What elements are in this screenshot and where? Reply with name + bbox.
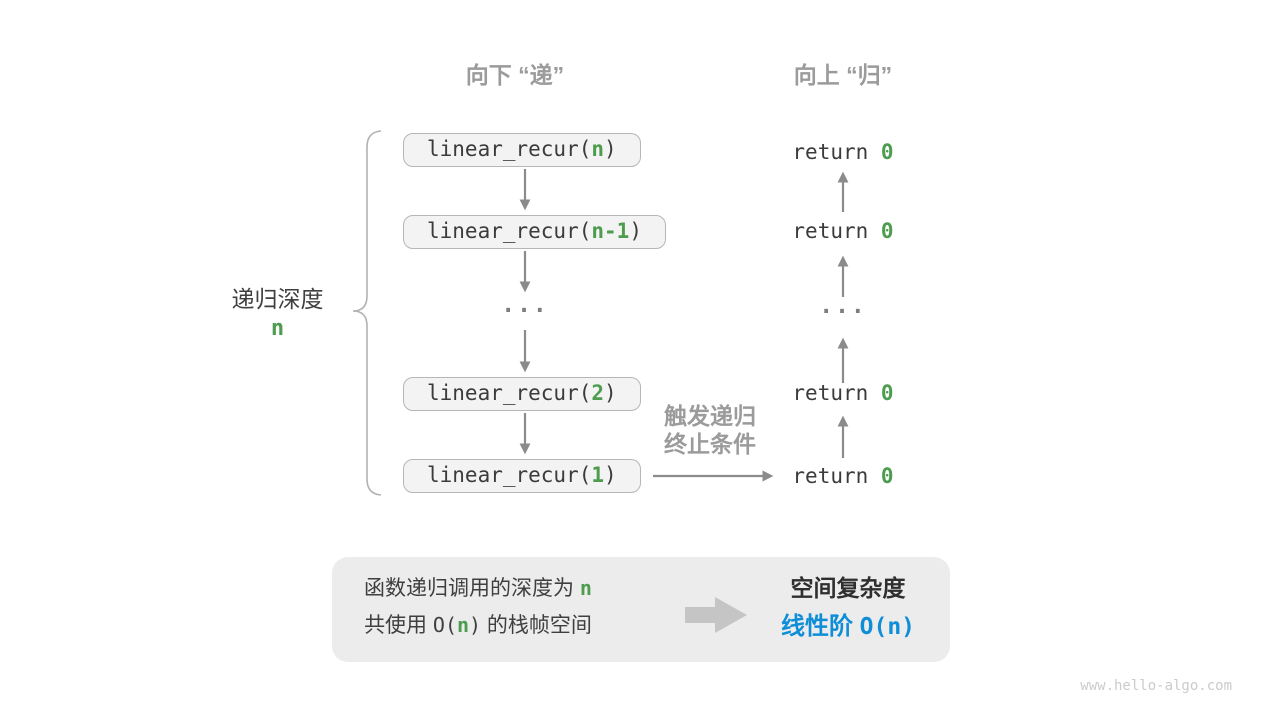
- call-arg: 1: [591, 463, 605, 487]
- header-return-up: 向上 “归”: [793, 62, 893, 88]
- return-value: 0: [880, 464, 894, 488]
- summary-left-text: 函数递归调用的深度为 n 共使用 O(n) 的栈帧空间: [332, 570, 624, 644]
- return-statement: return 0: [748, 463, 938, 489]
- depth-label-value: n: [270, 316, 285, 341]
- return-ellipsis: ...: [819, 293, 867, 319]
- summary-depth-line: 函数递归调用的深度为 n: [332, 570, 624, 607]
- call-box-2: linear_recur(2): [403, 377, 641, 411]
- return-statement: return 0: [748, 139, 938, 165]
- call-text: ): [629, 219, 642, 243]
- complexity-order-label: 线性阶: [780, 613, 860, 640]
- return-value: 0: [880, 381, 894, 405]
- call-text: linear_recur(: [427, 381, 592, 405]
- watermark: www.hello-algo.com: [1080, 678, 1232, 694]
- summary-right-text: 空间复杂度 线性阶 O(n): [752, 569, 944, 647]
- summary-bigo-n: n: [457, 613, 470, 637]
- space-complexity-title: 空间复杂度: [790, 575, 906, 601]
- complexity-order-notation: O(n): [859, 614, 916, 640]
- summary-space-text: 共使用: [364, 614, 433, 637]
- space-complexity-value: 线性阶 O(n): [752, 607, 944, 647]
- complexity-summary-panel: 函数递归调用的深度为 n 共使用 O(n) 的栈帧空间 空间复杂度 线性阶 O(…: [332, 557, 950, 662]
- base-case-label-line2: 终止条件: [664, 431, 756, 457]
- call-box-1: linear_recur(1): [403, 459, 641, 493]
- return-value: 0: [880, 219, 894, 243]
- return-text: return: [792, 140, 881, 164]
- return-text: return: [792, 219, 881, 243]
- summary-space-line: 共使用 O(n) 的栈帧空间: [332, 607, 624, 644]
- return-statement: return 0: [748, 380, 938, 406]
- base-case-label-line1: 触发递归: [664, 403, 756, 429]
- call-text: ): [604, 137, 617, 161]
- depth-label-title: 递归深度: [231, 286, 324, 312]
- recursion-ellipsis: ...: [501, 292, 549, 318]
- return-statement: return 0: [748, 218, 938, 244]
- call-text: linear_recur(: [427, 137, 592, 161]
- call-box-n-1: linear_recur(n-1): [403, 215, 666, 249]
- call-text: linear_recur(: [427, 219, 592, 243]
- call-text: ): [604, 463, 617, 487]
- return-text: return: [792, 464, 881, 488]
- call-box-n: linear_recur(n): [403, 133, 641, 167]
- header-recurse-down: 向下 “递”: [465, 62, 565, 88]
- call-arg: n-1: [591, 219, 630, 243]
- summary-space-text2: 的栈帧空间: [481, 614, 592, 637]
- summary-bigo-close: ): [469, 613, 482, 637]
- call-text: ): [604, 381, 617, 405]
- implies-arrow-icon: [685, 597, 747, 633]
- call-arg: n: [591, 137, 605, 161]
- return-value: 0: [880, 140, 894, 164]
- return-text: return: [792, 381, 881, 405]
- call-arg: 2: [591, 381, 605, 405]
- base-case-label: 触发递归 终止条件: [640, 402, 780, 458]
- call-text: linear_recur(: [427, 463, 592, 487]
- summary-depth-text: 函数递归调用的深度为: [364, 577, 580, 600]
- summary-bigo-open: O(: [432, 613, 457, 637]
- summary-depth-n: n: [579, 576, 592, 600]
